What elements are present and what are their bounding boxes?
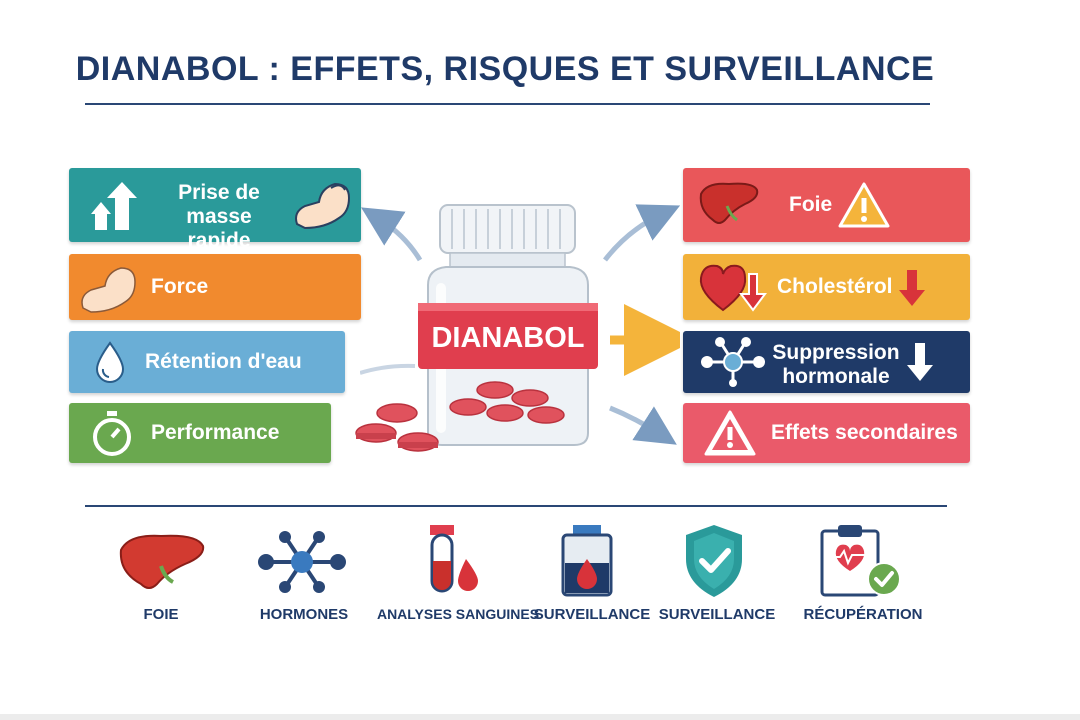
stopwatch-icon bbox=[93, 411, 131, 456]
monitoring-label-blood-tests: ANALYSES SANGUINES bbox=[376, 606, 540, 622]
arrows-up-icon bbox=[91, 182, 137, 230]
heart-down-icon bbox=[699, 264, 767, 312]
liver-icon bbox=[119, 534, 205, 589]
effect-label-line1: Prise de masse bbox=[178, 181, 260, 229]
monitoring-label-surveillance-2: SURVEILLANCE bbox=[658, 606, 776, 623]
page-title: DIANABOL : EFFETS, RISQUES ET SURVEILLAN… bbox=[75, 50, 935, 88]
section-divider bbox=[85, 505, 947, 507]
blood-tube-icon bbox=[430, 525, 478, 593]
effect-label: Performance bbox=[151, 420, 280, 444]
shield-check-icon bbox=[686, 525, 742, 597]
effect-box-force: Force bbox=[69, 254, 361, 320]
risk-box-side-effects: Effets secondaires bbox=[683, 403, 970, 463]
water-drop-icon bbox=[95, 341, 125, 383]
risk-label: Foie bbox=[789, 192, 833, 216]
flexed-arm-icon bbox=[295, 182, 351, 230]
clipboard-heart-check-icon bbox=[820, 525, 901, 597]
molecule-icon bbox=[701, 337, 765, 387]
flexed-arm-icon bbox=[81, 267, 136, 313]
down-arrow-icon bbox=[907, 343, 933, 381]
red-down-arrow-icon bbox=[899, 270, 925, 306]
monitoring-label-liver: FOIE bbox=[143, 606, 179, 623]
title-divider bbox=[85, 103, 930, 105]
effect-label-line2: rapide bbox=[187, 229, 251, 253]
bottle-label: DIANABOL bbox=[431, 322, 584, 354]
risk-label-line1: Suppression bbox=[772, 341, 900, 364]
risk-box-hormonal: Suppression hormonale bbox=[683, 331, 970, 393]
molecule-icon bbox=[258, 531, 346, 593]
monitoring-label-surveillance: SURVEILLANCE bbox=[533, 606, 651, 623]
connector-arrows bbox=[360, 204, 680, 445]
effect-label: Force bbox=[151, 274, 209, 298]
effect-box-water: Rétention d'eau bbox=[69, 331, 345, 393]
effect-box-mass: Prise de masse rapide bbox=[69, 168, 361, 252]
risk-box-cholesterol: Cholestérol bbox=[683, 254, 970, 320]
monitoring-label-hormones: HORMONES bbox=[259, 606, 349, 623]
liver-icon bbox=[699, 182, 759, 224]
risk-box-liver: Foie bbox=[683, 168, 970, 242]
pill-bottle: DIANABOL bbox=[355, 204, 598, 452]
page-bottom-strip bbox=[0, 714, 1080, 720]
risk-label: Effets secondaires bbox=[771, 420, 958, 444]
blood-vial-icon bbox=[561, 525, 613, 597]
warning-icon bbox=[704, 410, 756, 456]
effect-box-performance: Performance bbox=[69, 403, 331, 463]
risk-label: Cholestérol bbox=[777, 274, 893, 298]
effect-label: Rétention d'eau bbox=[145, 349, 302, 373]
warning-icon bbox=[838, 182, 890, 228]
risk-label-line2: hormonale bbox=[782, 365, 890, 389]
monitoring-label-recovery: RÉCUPÉRATION bbox=[803, 606, 923, 623]
